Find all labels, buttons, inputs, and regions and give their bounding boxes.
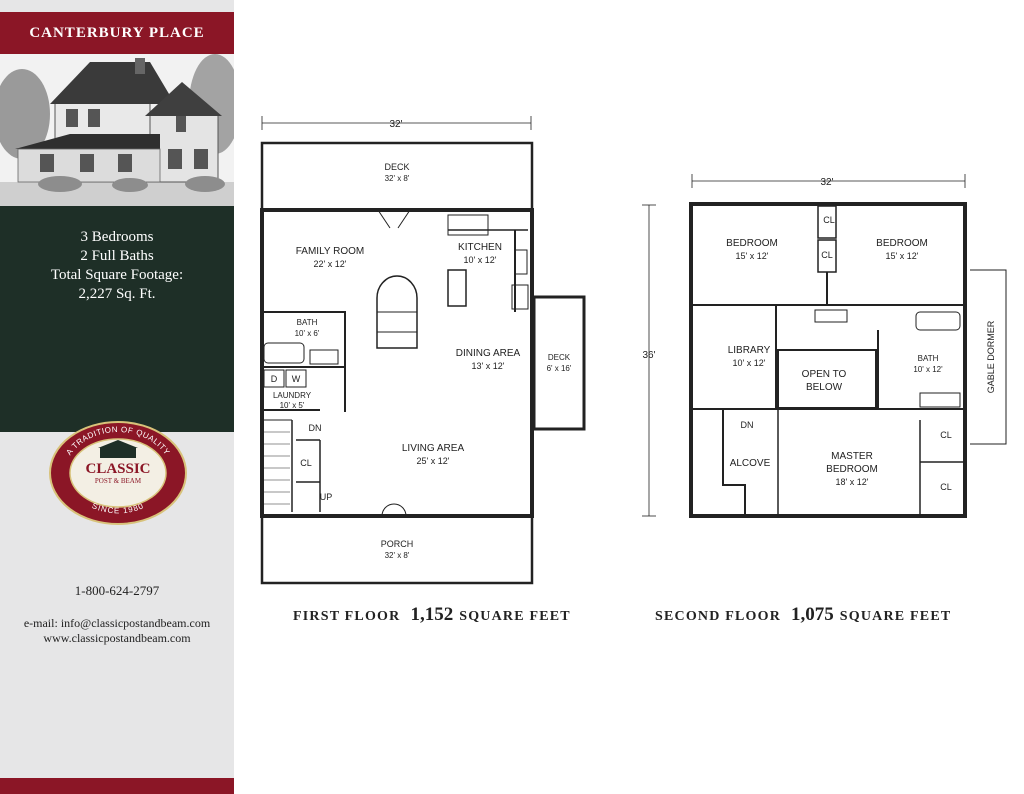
sf-library-size: 10' x 12' (733, 358, 766, 368)
ff-bath-size: 10' x 6' (295, 329, 320, 338)
ff-kitchen-size: 10' x 12' (464, 255, 497, 265)
first-floor-caption-number: 1,152 (410, 604, 454, 625)
logo-sub: POST & BEAM (95, 477, 142, 485)
email-address[interactable]: e-mail: info@classicpostandbeam.com (23, 616, 211, 630)
ff-family-room-size: 22' x 12' (314, 259, 347, 269)
ff-kitchen-name: KITCHEN (458, 242, 502, 253)
ff-depth-dim: 36' (642, 350, 655, 361)
sf-master-line1: MASTER (831, 451, 873, 462)
sidebar: CANTERBURY PLACE (0, 0, 234, 794)
second-floor-caption: SECOND FLOOR 1,075 SQUARE FEET (655, 604, 951, 626)
house-illustration (0, 54, 234, 206)
second-floor-caption-label: SECOND FLOOR (655, 609, 782, 624)
sf-closet-master2: CL (940, 482, 952, 492)
sf-bath-size: 10' x 12' (913, 365, 943, 374)
ff-living-size: 25' x 12' (417, 456, 450, 466)
footage-value: 2,227 Sq. Ft. (78, 286, 156, 302)
ff-up-label: UP (320, 492, 333, 502)
ff-laundry-name: LAUNDRY (273, 391, 312, 400)
second-floor-caption-number: 1,075 (791, 604, 834, 625)
ff-closet-label: CL (300, 458, 312, 468)
ff-living-name: LIVING AREA (402, 443, 465, 454)
ff-dryer-label: D (271, 374, 278, 384)
sf-bedroom1-size: 15' x 12' (736, 251, 769, 261)
ff-width-dim: 32' (389, 119, 402, 130)
sf-closet-top: CL (823, 215, 835, 225)
first-floor-caption-label: FIRST FLOOR (293, 609, 401, 624)
sf-bath-name: BATH (918, 354, 939, 363)
sf-bedroom2-name: BEDROOM (876, 238, 928, 249)
bottom-accent-bar (0, 778, 234, 794)
ff-porch-name: PORCH (381, 539, 414, 549)
sf-alcove-label: ALCOVE (730, 458, 771, 469)
sf-closet-master1: CL (940, 430, 952, 440)
sf-bedroom1-name: BEDROOM (726, 238, 778, 249)
sf-library-name: LIBRARY (728, 345, 771, 356)
logo-brand: CLASSIC (85, 461, 150, 477)
second-floor-caption-unit: SQUARE FEET (839, 609, 952, 624)
sf-open-line2: BELOW (806, 382, 843, 393)
sf-width-dim: 32' (820, 177, 833, 188)
contact-block: e-mail: info@classicpostandbeam.com www.… (0, 616, 234, 646)
sf-dn-label: DN (741, 420, 754, 430)
house-stats: 3 Bedrooms 2 Full Baths Total Square Foo… (0, 206, 234, 432)
floor-plans: 32' DECK 32' x 8' FAMILY ROOM 22' x 12' … (240, 0, 1024, 794)
bedrooms-count: 3 Bedrooms (80, 229, 154, 245)
ff-laundry-size: 10' x 5' (280, 401, 305, 410)
sf-bedroom2-size: 15' x 12' (886, 251, 919, 261)
footage-label: Total Square Footage: (50, 267, 184, 283)
ff-deck-size: 32' x 8' (385, 174, 410, 183)
sf-gable-label: GABLE DORMER (986, 320, 996, 393)
ff-deck-name: DECK (384, 162, 409, 172)
classic-post-beam-logo: A TRADITION OF QUALITY SINCE 1980 CLASSI… (48, 420, 188, 526)
ff-dining-size: 13' x 12' (472, 361, 505, 371)
ff-dn-label: DN (309, 423, 322, 433)
first-floor-caption-unit: SQUARE FEET (459, 609, 571, 624)
ff-bath-name: BATH (297, 318, 318, 327)
phone-number: 1-800-624-2797 (74, 583, 160, 598)
ff-porch-size: 32' x 8' (385, 551, 410, 560)
sf-master-line2: BEDROOM (826, 464, 878, 475)
sf-open-line1: OPEN TO (802, 369, 847, 380)
sf-closet-mid: CL (821, 250, 833, 260)
website-link[interactable]: www.classicpostandbeam.com (43, 631, 191, 645)
ff-side-deck-name: DECK (548, 353, 571, 362)
sf-master-size: 18' x 12' (836, 477, 869, 487)
ff-family-room-name: FAMILY ROOM (296, 246, 365, 257)
ff-side-deck-size: 6' x 16' (547, 364, 572, 373)
baths-count: 2 Full Baths (80, 248, 154, 264)
ff-washer-label: W (292, 374, 301, 384)
ff-dining-name: DINING AREA (456, 348, 521, 359)
page-title: CANTERBURY PLACE (0, 12, 234, 54)
first-floor-caption: FIRST FLOOR 1,152 SQUARE FEET (293, 604, 571, 626)
